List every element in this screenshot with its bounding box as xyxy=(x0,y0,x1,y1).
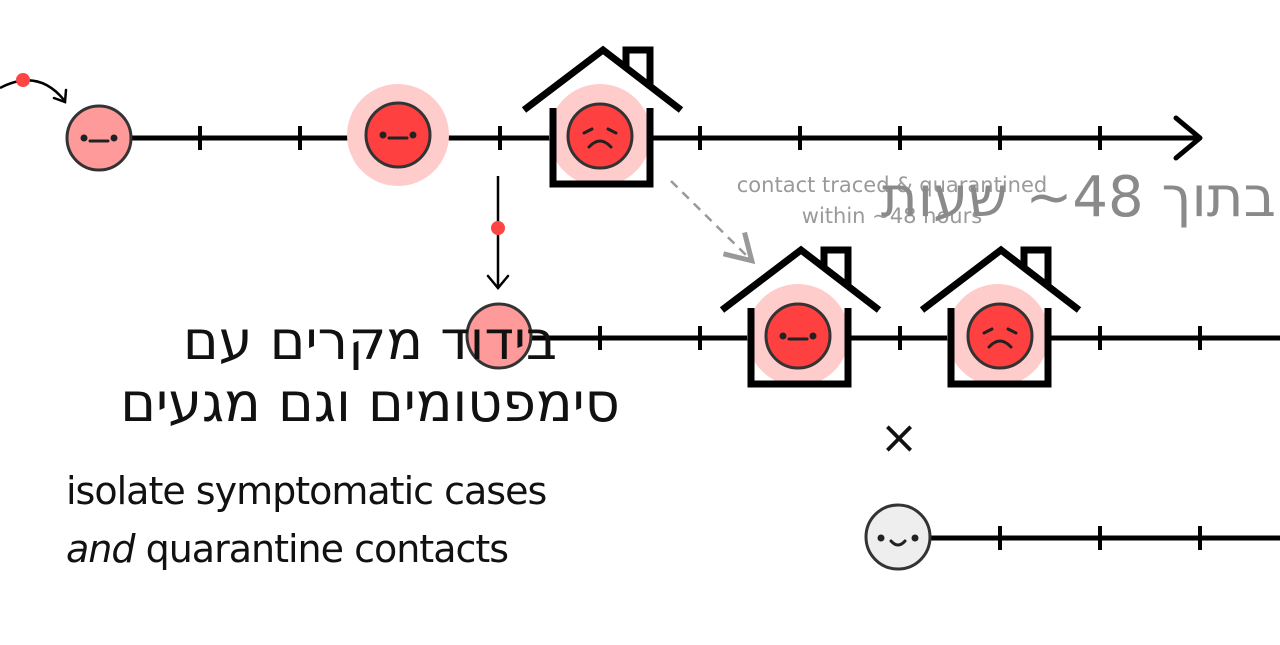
timeline-top-ticks xyxy=(198,126,1102,150)
annotation-english: contact traced & quarantined within ~48 … xyxy=(736,173,1048,228)
smile-face-icon xyxy=(864,503,932,571)
neutral-face-icon xyxy=(347,84,449,186)
arrowhead-icon xyxy=(52,88,68,104)
infection-arc-arrow-icon xyxy=(0,79,65,101)
neutral-face-icon xyxy=(764,302,832,370)
english-caption-line-1: isolate symptomatic cases xyxy=(66,469,547,513)
hebrew-title-line-1: בידוד מקרים עם xyxy=(182,309,558,372)
prevented-cross-icon: × xyxy=(880,410,919,464)
sad-face-icon xyxy=(966,302,1034,370)
english-caption-rest: quarantine contacts xyxy=(134,527,509,571)
neutral-face-icon xyxy=(465,302,533,370)
timeline-bottom-ticks xyxy=(998,526,1202,550)
infection-dot-icon xyxy=(16,73,30,87)
annotation-hebrew: בתוך 48~ שעות xyxy=(880,165,1276,230)
neutral-face-icon xyxy=(65,104,133,172)
timeline-top xyxy=(0,45,1203,188)
timeline-bottom xyxy=(864,503,1280,571)
timeline-middle xyxy=(465,245,1280,388)
infection-dot-icon xyxy=(491,221,505,235)
english-caption-emphasis: and xyxy=(66,527,135,571)
hebrew-title: בידוד מקרים עם סימפטומים וגם מגעים xyxy=(70,310,670,434)
timeline-arrowhead-icon xyxy=(1173,115,1203,161)
transmission-arrow-icon xyxy=(486,176,510,290)
english-caption-line-2: and quarantine contacts xyxy=(66,520,546,578)
timeline-middle-ticks xyxy=(598,326,1202,350)
english-caption: isolate symptomatic cases and quarantine… xyxy=(66,462,547,578)
hebrew-title-line-2: סימפטומים וגם מגעים xyxy=(120,371,620,434)
sad-face-icon xyxy=(566,102,634,170)
contact-trace-arrow-icon xyxy=(670,180,756,265)
